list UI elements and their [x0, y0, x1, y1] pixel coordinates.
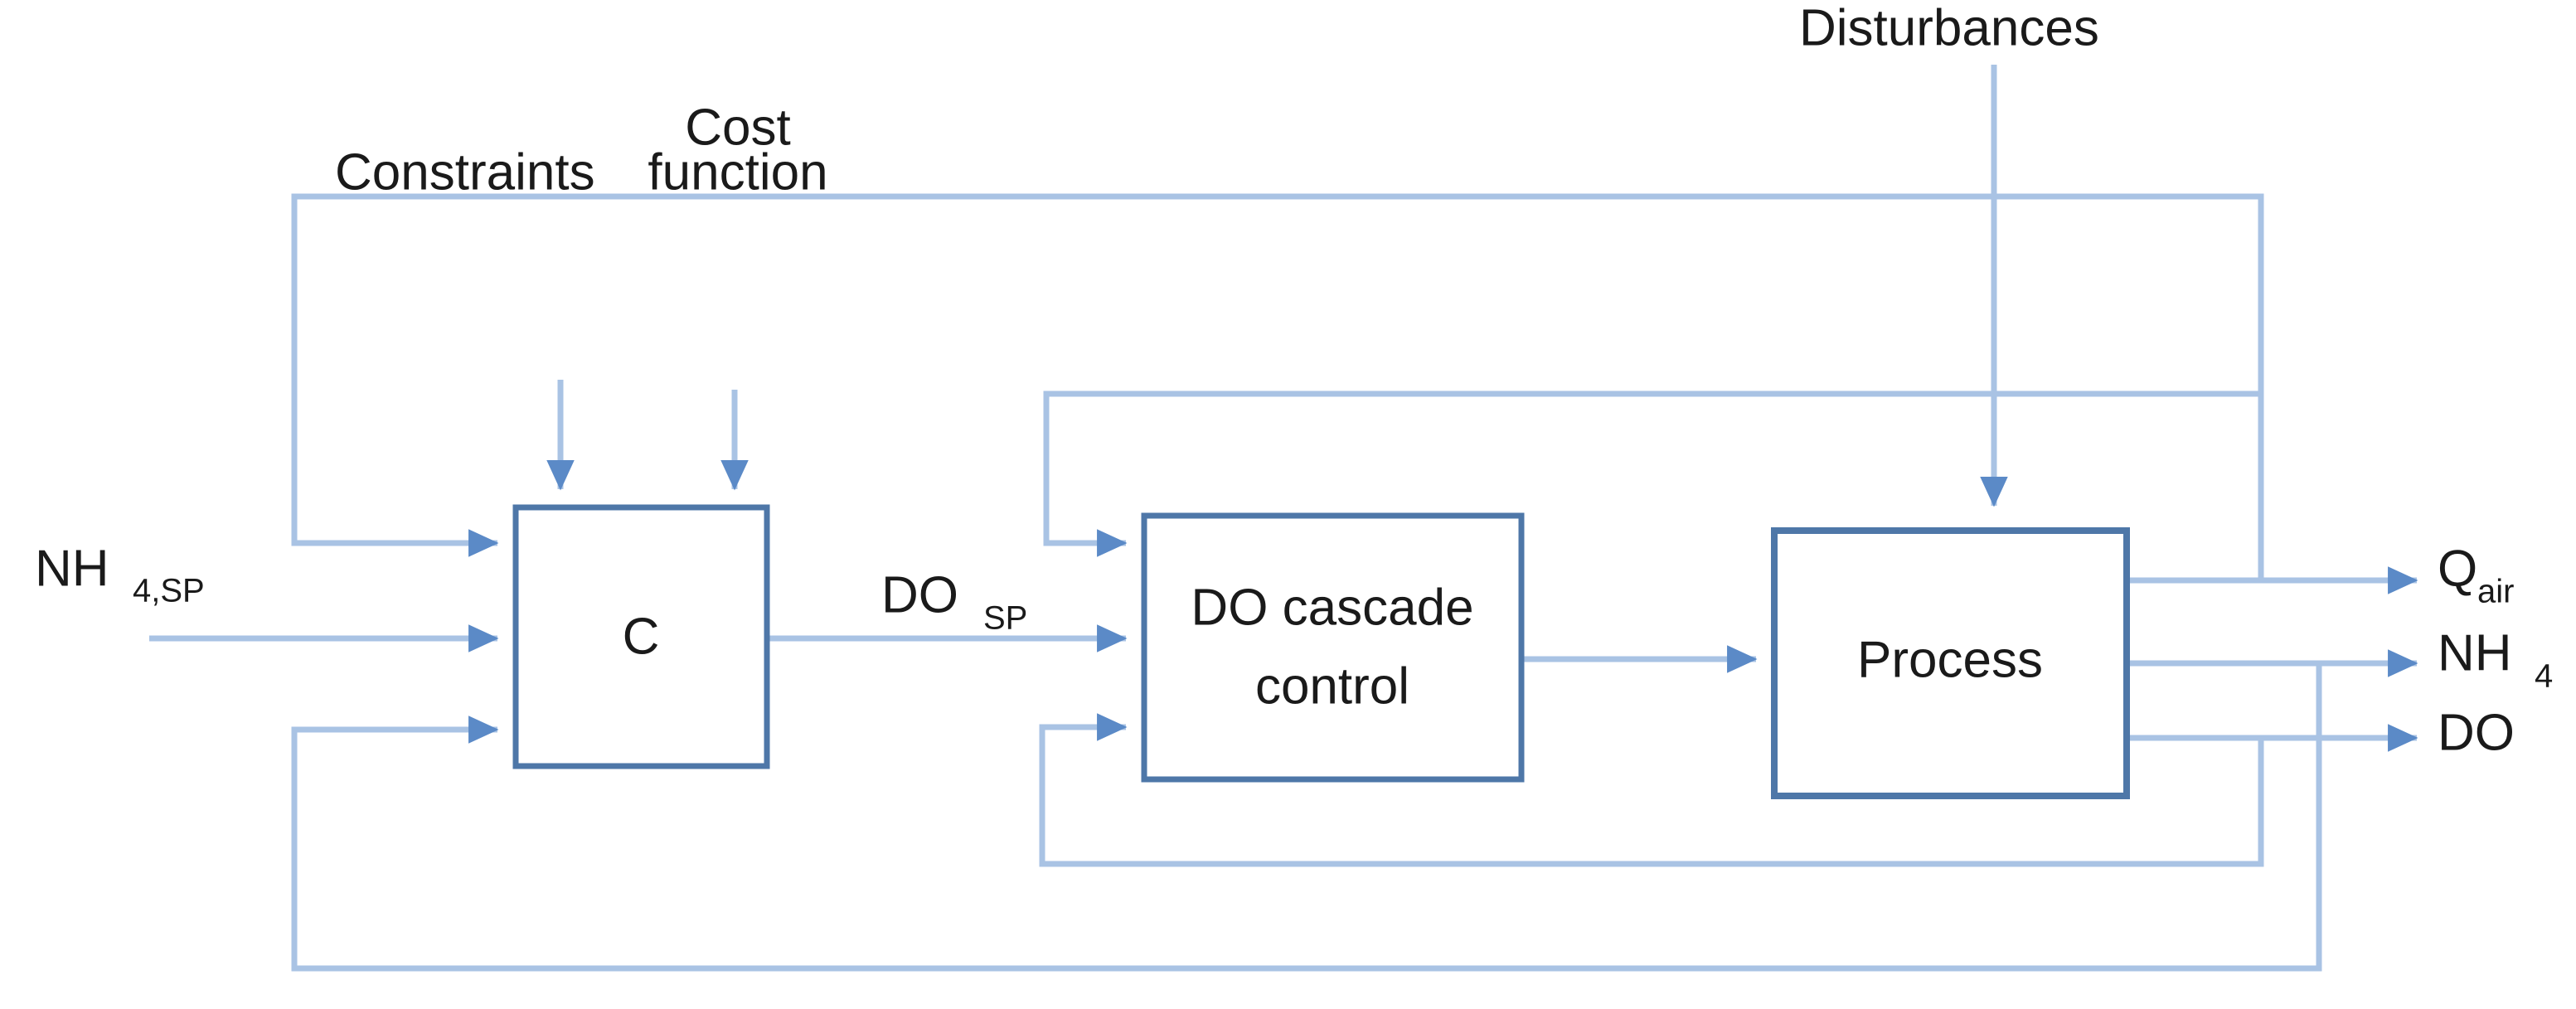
label-q-air: Q air [2438, 540, 2514, 609]
block-process[interactable]: Process [1771, 527, 2130, 799]
block-do-cascade-control[interactable]: DO cascade control [1141, 512, 1525, 783]
label-q-air-subscript: air [2477, 574, 2514, 610]
block-process-rect [1771, 527, 2130, 799]
label-nh4-sp: NH 4,SP [35, 540, 205, 609]
label-disturbances: Disturbances [1799, 0, 2099, 56]
feedback-outer-bottom-wire [291, 663, 2322, 972]
feedback-inner-top-wire [1043, 391, 2261, 557]
label-do-sp: DO SP [881, 566, 1027, 636]
block-controller[interactable]: C [512, 504, 770, 769]
label-nh4-sp-base: NH [35, 540, 109, 597]
label-do-sp-subscript: SP [983, 600, 1027, 637]
label-nh4-subscript: 4 [2535, 658, 2553, 695]
label-cost-function-line2: function [648, 143, 827, 201]
label-nh4-base: NH [2438, 624, 2512, 682]
block-process-label: Process [1857, 631, 2043, 688]
label-cost-function-line1: Cost [685, 99, 790, 156]
label-q-air-base: Q [2438, 540, 2477, 597]
label-nh4: NH 4 [2438, 624, 2553, 694]
block-do-cascade-control-label-line2: control [1255, 657, 1409, 715]
block-controller-label: C [623, 608, 660, 665]
block-do-cascade-control-rect [1141, 512, 1525, 783]
label-do-sp-base: DO [881, 566, 958, 623]
label-constraints: Constraints [335, 143, 595, 201]
label-do-output: DO [2438, 704, 2515, 761]
block-controller-rect [512, 504, 770, 769]
feedback-inner-bottom-wire [1039, 713, 2264, 867]
block-do-cascade-control-label-line1: DO cascade [1191, 579, 1473, 636]
feedback-outer-top-wire [291, 193, 2264, 580]
label-nh4-sp-subscript: 4,SP [133, 573, 205, 609]
